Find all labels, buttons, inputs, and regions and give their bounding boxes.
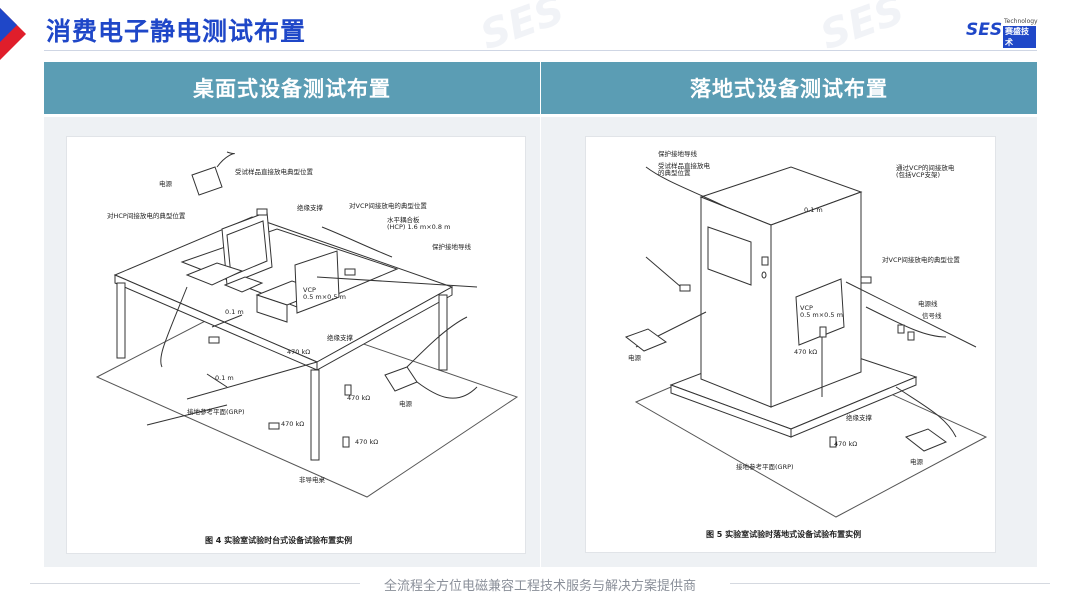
label-grp: 接地参考平面(GRP) xyxy=(736,463,794,471)
label-nonconductive-table: 非导电桌 xyxy=(299,476,325,484)
logo-tagline: Technology xyxy=(1004,18,1038,25)
figure-caption-left: 图 4 实验室试验时台式设备试验布置实例 xyxy=(205,536,353,545)
desktop-setup-drawing xyxy=(95,151,519,498)
page-title: 消费电子静电测试布置 xyxy=(46,17,307,46)
label-power-line: 电源线 xyxy=(918,300,938,308)
label-resistor-3: 470 kΩ xyxy=(281,420,305,428)
floor-setup-drawing xyxy=(624,166,988,518)
label-grp: 接地参考平面(GRP) xyxy=(187,408,245,416)
label-distance-2: 0.1 m xyxy=(215,374,234,382)
label-power-1: 电源 xyxy=(159,180,172,188)
label-insulating-support-top: 绝缘支撑 xyxy=(297,204,323,212)
label-vcp: VCP 0.5 m×0.5 m xyxy=(303,286,346,302)
footer-rule-left xyxy=(30,583,360,584)
label-distance-1: 0.1 m xyxy=(225,308,244,316)
figure-caption-right: 图 5 实验室试验时落地式设备试验布置实例 xyxy=(706,530,862,539)
footer-slogan: 全流程全方位电磁兼容工程技术服务与解决方案提供商 xyxy=(383,579,696,594)
label-distance: 0.1 m xyxy=(804,206,823,214)
logo-mark: SES xyxy=(966,20,1003,40)
label-vcp-indirect-point: 对VCP间接放电的典型位置 xyxy=(349,202,427,210)
label-resistor-4: 470 kΩ xyxy=(355,438,379,446)
label-resistor-1: 470 kΩ xyxy=(287,348,311,356)
label-signal-line: 信号线 xyxy=(922,312,942,320)
column-divider xyxy=(540,62,541,114)
footer-rule-right xyxy=(730,583,1050,584)
table-header-row: 桌面式设备测试布置 落地式设备测试布置 xyxy=(44,62,1037,114)
floor-setup-figure: 保护接地导线 受试样品直接放电 的典型位置 0.1 m 通过VCP的间接放电 (… xyxy=(585,136,996,553)
label-ground-wire: 保护接地导线 xyxy=(432,243,471,251)
label-vcp: VCP 0.5 m×0.5 m xyxy=(800,304,843,320)
label-power-1: 电源 xyxy=(628,354,641,362)
desktop-setup-figure: 电源 受试样品直接放电典型位置 对HCP间接放电的典型位置 绝缘支撑 对VCP间… xyxy=(66,136,526,554)
label-resistor-1: 470 kΩ xyxy=(794,348,818,356)
label-resistor-2: 470 kΩ xyxy=(834,440,858,448)
column-header-floor: 落地式设备测试布置 xyxy=(690,77,888,101)
company-logo: SES Technology 赛盛技术 xyxy=(966,16,1038,48)
label-power-2: 电源 xyxy=(399,400,412,408)
label-eut-direct-point: 受试样品直接放电典型位置 xyxy=(235,168,313,176)
label-eut-direct-point: 受试样品直接放电 的典型位置 xyxy=(658,162,710,178)
label-insulating-support-bottom: 绝缘支撑 xyxy=(327,334,353,342)
column-header-desktop: 桌面式设备测试布置 xyxy=(193,77,391,101)
label-hcp-indirect-point: 对HCP间接放电的典型位置 xyxy=(107,212,186,220)
column-divider xyxy=(540,117,541,567)
label-vcp-indirect-point: 对VCP间接放电的典型位置 xyxy=(882,256,960,264)
header-divider-line xyxy=(44,50,1037,51)
label-hcp: 水平耦合板 (HCP) 1.6 m×0.8 m xyxy=(387,216,451,232)
label-vcp-indirect-discharge: 通过VCP的间接放电 (包括VCP支架) xyxy=(896,164,955,180)
logo-cn: 赛盛技术 xyxy=(1003,26,1036,48)
label-power-2: 电源 xyxy=(910,458,923,466)
corner-blue-triangle xyxy=(0,8,17,42)
label-ground-wire: 保护接地导线 xyxy=(658,150,697,158)
label-insulating-support: 绝缘支撑 xyxy=(846,414,872,422)
label-resistor-2: 470 kΩ xyxy=(347,394,371,402)
